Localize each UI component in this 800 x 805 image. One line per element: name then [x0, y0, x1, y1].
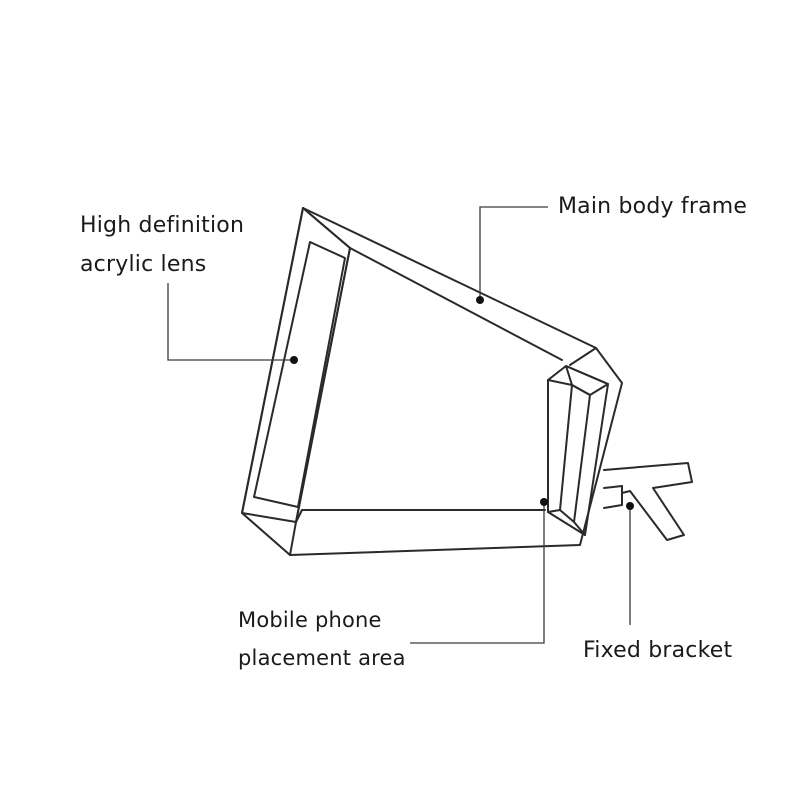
- bracket-label: Fixed bracket: [583, 640, 732, 662]
- bottom-front-edge: [289, 521, 297, 556]
- lens-marker-dot: [290, 356, 298, 364]
- lens-label-line1: High definition: [80, 213, 245, 238]
- phone-area-leader-line: [410, 502, 545, 644]
- frame-marker-dot: [476, 296, 484, 304]
- bracket-marker-dot: [626, 502, 634, 510]
- phone-area-marker-dot: [540, 498, 548, 506]
- phone-slot-base: [547, 509, 561, 513]
- phone-slot-outer: [547, 365, 609, 536]
- phone-area-label-line2: placement area: [238, 646, 406, 670]
- lens-label: High definition acrylic lens: [80, 215, 244, 276]
- lens-leader-line: [167, 283, 294, 361]
- frame-leader-line: [479, 206, 548, 300]
- frame-corner-line: [569, 347, 597, 366]
- fixed-bracket-hinge: [603, 485, 623, 494]
- frame-label: Main body frame: [558, 196, 747, 218]
- interior-bottom-edge: [295, 509, 546, 523]
- frame-label-text: Main body frame: [558, 194, 748, 219]
- frame-top-inner-edge: [349, 247, 563, 361]
- lens-label-line2: acrylic lens: [80, 252, 207, 277]
- phone-slot-rim: [547, 379, 573, 386]
- phone-slot-right-base: [573, 521, 586, 536]
- phone-slot-channel: [559, 384, 591, 523]
- acrylic-lens-panel: [253, 241, 346, 508]
- interior-left-edge: [295, 247, 351, 523]
- phone-area-label: Mobile phone placement area: [238, 610, 406, 669]
- fixed-bracket: [603, 462, 693, 541]
- bracket-label-text: Fixed bracket: [583, 638, 733, 663]
- phone-area-label-line1: Mobile phone: [238, 608, 382, 632]
